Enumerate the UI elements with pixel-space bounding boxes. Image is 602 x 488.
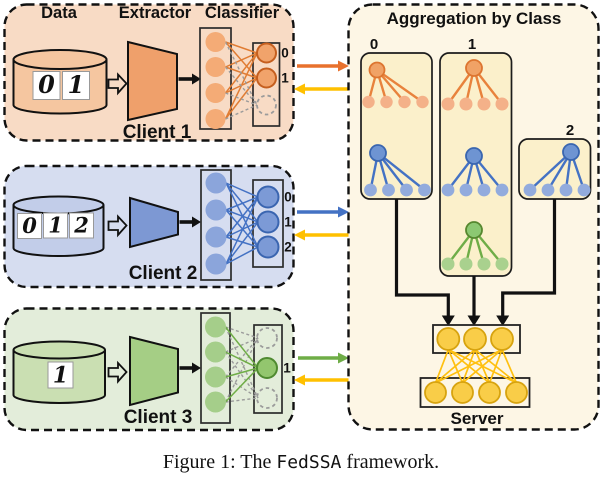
client2-upload-arrowhead-icon: [338, 206, 349, 218]
client1-download-arrowhead-icon: [294, 83, 305, 95]
hollow-arrow-icon: [107, 214, 128, 238]
figure-caption: Figure 1: The FedSSA framework.: [0, 451, 602, 474]
server-network: Server: [419, 324, 531, 428]
client3-missing-node: [256, 387, 278, 409]
client1-database-icon: 0 1: [12, 49, 108, 115]
client2-feature-nodes: [205, 172, 227, 275]
client2-class2-node: [256, 235, 280, 259]
client3-network: 1: [200, 312, 291, 424]
client2-extractor-trapezoid: [129, 196, 179, 249]
digit-tile: [69, 212, 94, 239]
client3-upload-arrowhead-icon: [338, 352, 349, 364]
server-label: Server: [451, 409, 504, 428]
client2-class1-label: 1: [284, 215, 292, 230]
client3-active-links: [224, 326, 259, 403]
client1-class1-header-fan: [441, 59, 509, 111]
client3-missing-links: [224, 326, 259, 403]
digit-1: 1: [68, 70, 85, 99]
digit-2: 2: [73, 213, 89, 238]
client2-feature-box: [200, 169, 232, 281]
client2-classifier-box: [252, 179, 284, 268]
connector-arrowhead-icon: [496, 315, 510, 326]
server-feature-nodes: [424, 381, 528, 404]
digit-0: 0: [38, 70, 55, 99]
hollow-arrow-icon: [107, 72, 128, 96]
aggregation-to-server-connectors: [394, 199, 557, 316]
client3-feature-nodes: [205, 316, 226, 413]
client1-class0-node: [256, 42, 277, 64]
client3-class1-node: [256, 357, 278, 379]
client3-forward-arrowhead: [192, 362, 201, 374]
client1-missing-links: [224, 41, 258, 120]
header-extractor: Extractor: [119, 4, 192, 22]
client1-missing-node: [256, 94, 277, 116]
caption-suffix: framework.: [341, 451, 440, 473]
digit-tile: [47, 361, 74, 389]
client3-class1-label: 1: [283, 361, 291, 376]
exchange-arrows: [294, 60, 351, 386]
class1-column-label: 1: [468, 36, 476, 53]
client3-class1-header-fan: [441, 221, 509, 271]
client1-class1-node: [256, 67, 277, 89]
client1-forward-arrowhead: [192, 73, 201, 85]
connector-arrowhead-icon: [441, 315, 455, 326]
class2-column-label: 2: [566, 122, 574, 139]
client2-class0-header-fan: [364, 144, 431, 197]
client1-class0-header-fan: [362, 61, 429, 109]
client2-class1-header-fan: [441, 147, 509, 197]
client2-class0-label: 0: [284, 190, 292, 205]
client2-network: 0 1 2: [200, 169, 292, 281]
client1-network: 0 1: [199, 27, 289, 130]
connector-arrowhead-icon: [467, 315, 481, 326]
client1-extractor-trapezoid: [127, 40, 178, 122]
client2-block: 0 1 2: [3, 164, 295, 289]
server-links: [434, 348, 518, 384]
client1-class1-label: 1: [281, 71, 289, 86]
digit-tile: [32, 71, 61, 100]
client3-name: Client 3: [124, 407, 193, 428]
digit-0: 0: [22, 213, 37, 238]
client2-class0-node: [256, 185, 280, 209]
header-classifier: Classifier: [205, 4, 280, 22]
digit-tile: [43, 212, 68, 239]
caption-code-name: FedSSA: [276, 452, 342, 473]
hollow-arrow-icon: [107, 360, 128, 384]
client2-name: Client 2: [129, 263, 198, 284]
client2-download-arrowhead-icon: [294, 229, 305, 241]
client3-block: 1 1 C: [3, 307, 295, 432]
client2-class1-node: [256, 210, 280, 234]
client3-extractor-trapezoid: [129, 335, 179, 407]
digit-tile: [17, 213, 42, 239]
client3-download-arrowhead-icon: [294, 374, 305, 386]
server-classifier-nodes: [436, 327, 514, 351]
client2-class2-header-fan: [523, 143, 591, 197]
client3-missing-node: [256, 327, 278, 349]
client3-feature-box: [200, 312, 231, 424]
header-data: Data: [41, 4, 78, 22]
client2-class2-label: 2: [284, 240, 292, 255]
digit-1: 1: [53, 363, 68, 389]
digit-1: 1: [48, 213, 63, 238]
client1-feature-nodes: [205, 32, 226, 129]
client2-forward-arrowhead: [192, 216, 201, 228]
client3-database-icon: 1: [12, 340, 106, 404]
client2-active-links: [225, 182, 259, 265]
aggregation-title: Aggregation by Class: [387, 9, 562, 28]
digit-tile: [62, 71, 90, 100]
aggregation-panel: Aggregation by Class 0 1 2: [347, 3, 600, 431]
client1-name: Client 1: [123, 122, 192, 143]
class0-column-label: 0: [370, 36, 378, 53]
client1-class0-label: 0: [281, 46, 289, 61]
client2-database-icon: 0 1 2: [12, 195, 105, 257]
client1-upload-arrowhead-icon: [338, 60, 349, 72]
caption-prefix: Figure 1: The: [162, 451, 277, 473]
client1-block: Data Extractor Classifier 0 1: [3, 3, 295, 143]
framework-diagram: Data Extractor Classifier 0 1: [3, 3, 600, 432]
